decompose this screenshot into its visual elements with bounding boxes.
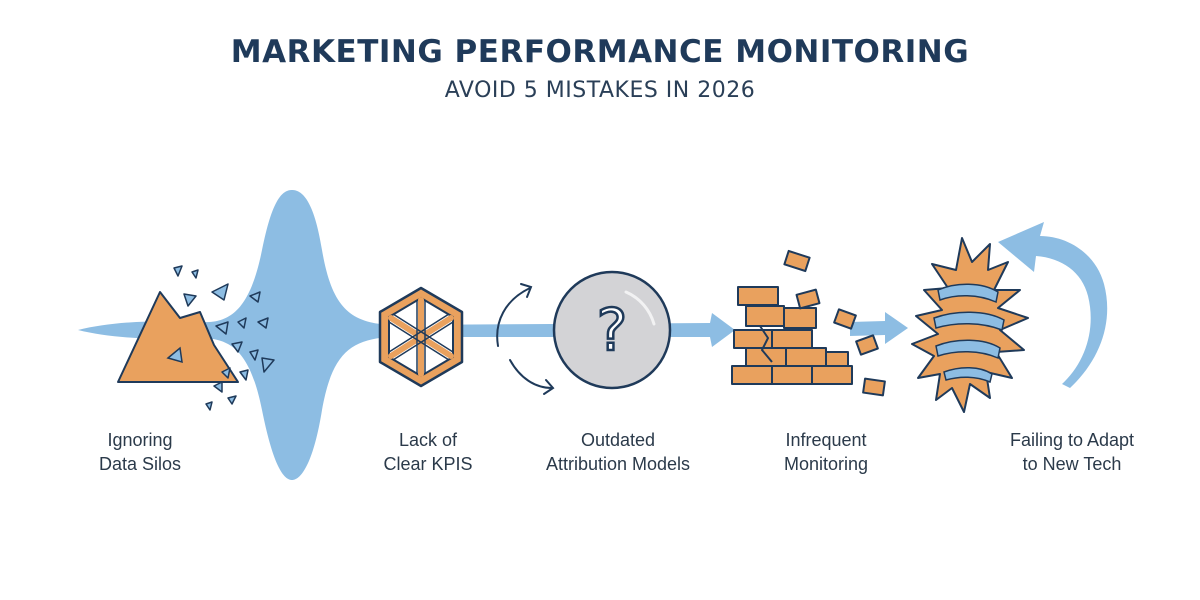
step-label-ignoring-data-silos: Ignoring Data Silos [40, 428, 240, 476]
step-label-line: Infrequent [785, 430, 867, 450]
page-title: MARKETING PERFORMANCE MONITORING [230, 34, 970, 70]
step-label-line: Clear KPIS [383, 454, 473, 474]
step-label-failing-to-adapt: Failing to Adapt to New Tech [972, 428, 1172, 476]
flow-stream-end [850, 312, 908, 344]
step-label-line: Data Silos [98, 454, 182, 474]
step-label-infrequent-monitoring: Infrequent Monitoring [726, 428, 926, 476]
svg-text:?: ? [597, 296, 628, 364]
step-label-line: to New Tech [1022, 454, 1122, 474]
curved-arrow-icon [998, 222, 1108, 388]
shattered-triangle-icon [117, 265, 275, 411]
page-subtitle: AVOID 5 MISTAKES IN 2026 [444, 78, 756, 103]
step-label-line: Ignoring [107, 430, 173, 450]
step-label-outdated-attribution-models: Outdated Attribution Models [518, 428, 718, 476]
crumbling-brick-wall-icon [731, 249, 886, 397]
spiky-spiral-icon [911, 237, 1029, 413]
question-circle-icon: ? [552, 270, 672, 390]
step-label-line: Attribution Models [545, 454, 691, 474]
step-label-lack-of-clear-kpis: Lack of Clear KPIS [328, 428, 528, 476]
step-label-line: Lack of [398, 430, 458, 450]
step-label-line: Monitoring [783, 454, 869, 474]
cycle-arrows-icon [496, 283, 555, 395]
step-label-line: Failing to Adapt [1009, 430, 1135, 450]
step-label-line: Outdated [580, 430, 656, 450]
hexagon-lattice-icon [378, 286, 464, 388]
